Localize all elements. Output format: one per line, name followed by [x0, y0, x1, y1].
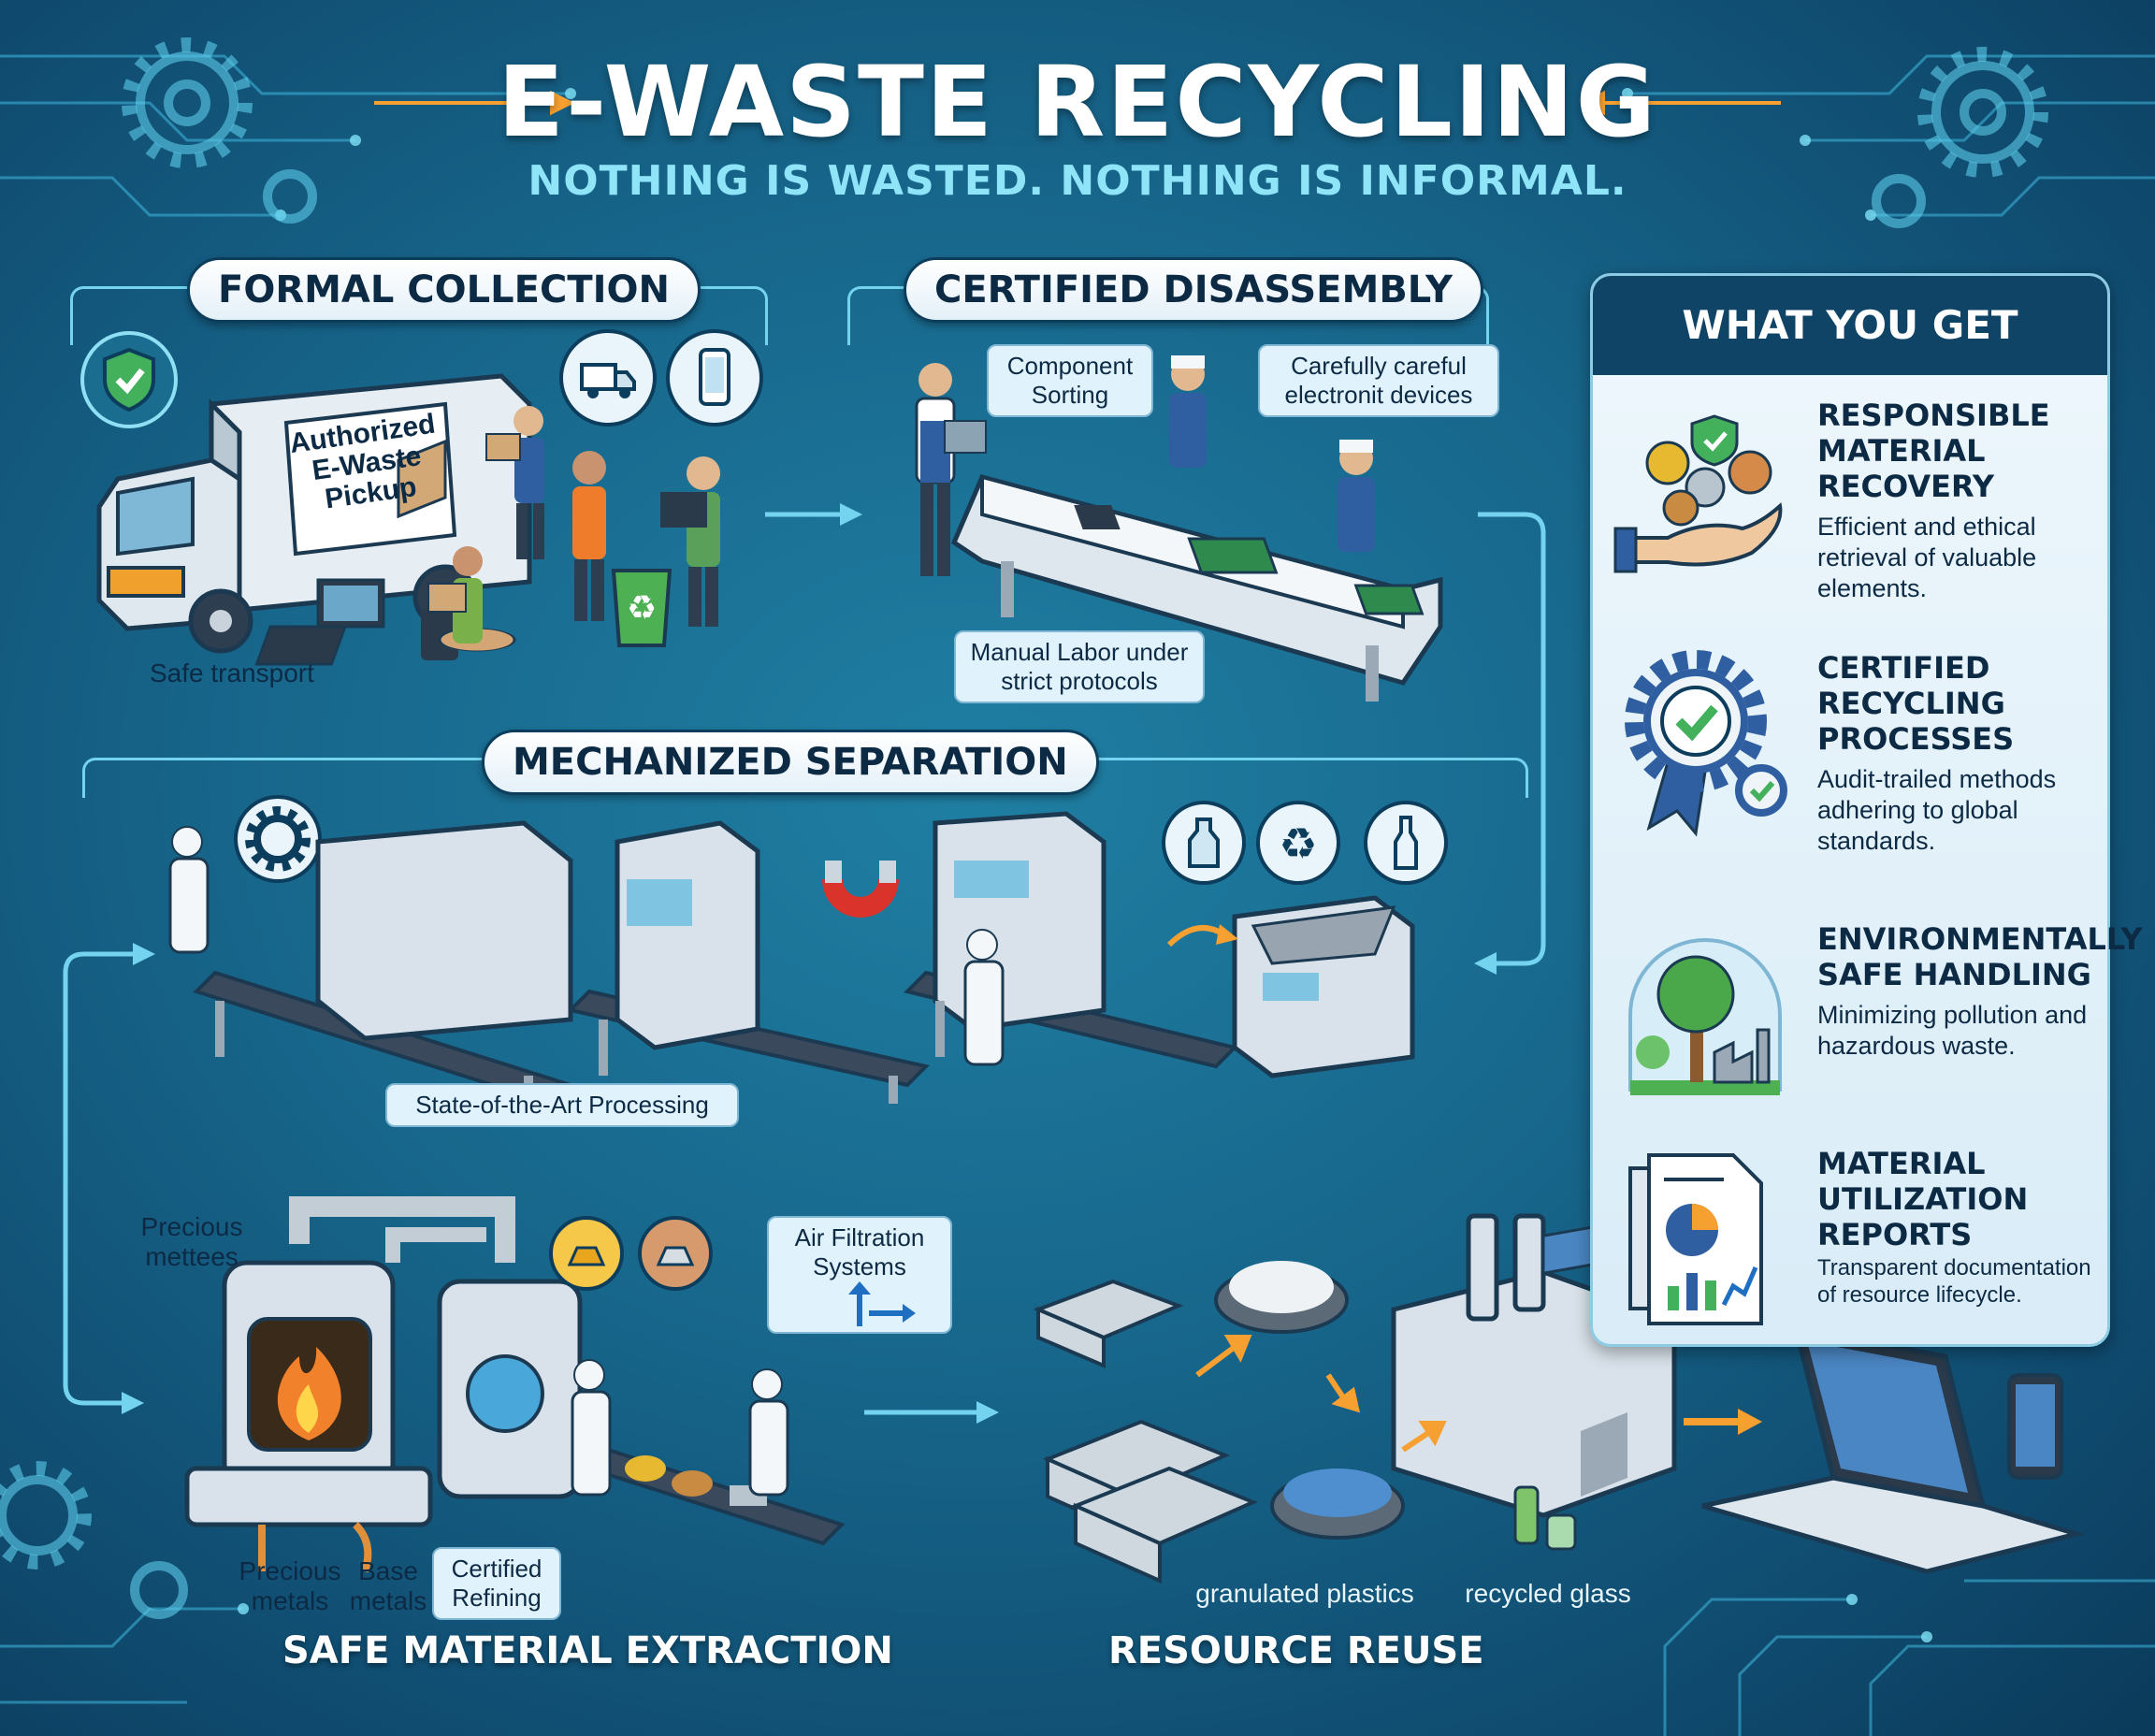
callout-component-sorting: Component Sorting	[987, 344, 1153, 417]
collection-people-illustration: ♻	[254, 406, 720, 666]
benefit-item: CERTIFIED RECYCLING PROCESSES Audit-trai…	[1593, 650, 2107, 875]
label-precious-metals: Precious metals	[239, 1556, 341, 1615]
benefit-desc: Transparent documentation of resource li…	[1817, 1255, 2091, 1308]
air-flow-icon	[848, 1281, 916, 1326]
air-filtration-label: Air Filtration Systems	[794, 1223, 925, 1280]
recycle-icon: ♻	[1256, 801, 1340, 885]
label-recycled-glass: recycled glass	[1465, 1579, 1631, 1608]
benefits-panel: WHAT YOU GET RESPONSIBLE MATERIAL RECOVE…	[1590, 273, 2143, 1347]
benefit-desc: Audit-trailed methods adhering to global…	[1817, 765, 2057, 855]
gold-bar-icon	[549, 1216, 624, 1291]
benefit-desc: Minimizing pollution and hazardous waste…	[1817, 1001, 2088, 1060]
pickup-truck-illustration	[96, 373, 532, 654]
callout-air-filtration: Air Filtration Systems	[767, 1216, 952, 1334]
orange-flow-arrow-laptop	[1684, 1409, 1762, 1435]
section-title-collection: FORMAL COLLECTION	[187, 257, 701, 323]
benefit-item: MATERIAL UTILIZATION REPORTS Transparent…	[1593, 1146, 2107, 1370]
orange-flow-arrow	[1166, 924, 1238, 948]
disassembly-illustration	[915, 355, 1443, 702]
laptop-phone-illustration	[1701, 1324, 2086, 1574]
benefit-item: RESPONSIBLE MATERIAL RECOVERY Efficient …	[1593, 398, 2107, 622]
truck-icon	[559, 329, 657, 427]
callout-careful-handling: Carefully careful electronit devices	[1258, 344, 1499, 417]
extraction-furnace-illustration	[184, 1196, 846, 1573]
section-title-extraction: SAFE MATERIAL EXTRACTION	[282, 1629, 893, 1672]
separation-machinery-illustration	[168, 811, 1415, 1113]
panel-title: WHAT YOU GET	[1593, 276, 2107, 375]
eco-dome-icon	[1628, 938, 1782, 1095]
benefit-title: CERTIFIED RECYCLING PROCESSES	[1817, 650, 2015, 757]
section-title-disassembly: CERTIFIED DISASSEMBLY	[904, 257, 1484, 323]
benefit-desc: Efficient and ethical retrieval of valua…	[1817, 513, 2037, 602]
flow-connector	[1474, 512, 1546, 975]
callout-manual-labor: Manual Labor under strict protocols	[954, 630, 1205, 703]
svg-text:♻: ♻	[627, 589, 657, 628]
section-title-reuse: RESOURCE REUSE	[1108, 1629, 1484, 1672]
section-title-separation: MECHANIZED SEPARATION	[482, 730, 1099, 795]
silver-bar-icon	[638, 1216, 713, 1291]
bottle-icon	[1162, 801, 1246, 885]
certified-badge-icon	[1625, 650, 1787, 837]
label-precious-mettees: Precious mettees	[140, 1212, 243, 1271]
report-chart-icon	[1628, 1153, 1763, 1325]
benefit-item: ENVIRONMENTALLY SAFE HANDLING Minimizing…	[1593, 921, 2143, 1146]
benefit-title: ENVIRONMENTALLY SAFE HANDLING	[1817, 921, 2143, 992]
gear-icon	[234, 795, 322, 883]
glass-bottle-icon	[1364, 801, 1448, 885]
callout-processing: State-of-the-Art Processing	[385, 1083, 739, 1127]
shield-check-icon	[80, 331, 178, 428]
hand-coins-icon	[1613, 414, 1783, 573]
page-subtitle: NOTHING IS WASTED. NOTHING IS INFORMAL.	[528, 157, 1627, 205]
benefit-title: MATERIAL UTILIZATION REPORTS	[1817, 1146, 2029, 1252]
benefit-title: RESPONSIBLE MATERIAL RECOVERY	[1817, 398, 2050, 504]
flow-arrow	[765, 503, 862, 526]
callout-certified-refining: Certified Refining	[432, 1547, 561, 1620]
label-granulated-plastics: granulated plastics	[1195, 1579, 1414, 1608]
collection-caption: Safe transport	[150, 658, 314, 687]
flow-connector-left	[63, 943, 155, 1414]
page-title: E-WASTE RECYCLING	[498, 45, 1657, 159]
label-base-metals: Base metals	[349, 1556, 427, 1615]
phone-icon	[666, 329, 763, 427]
svg-text:♻: ♻	[1279, 818, 1317, 869]
flow-arrow-reuse	[864, 1401, 999, 1424]
